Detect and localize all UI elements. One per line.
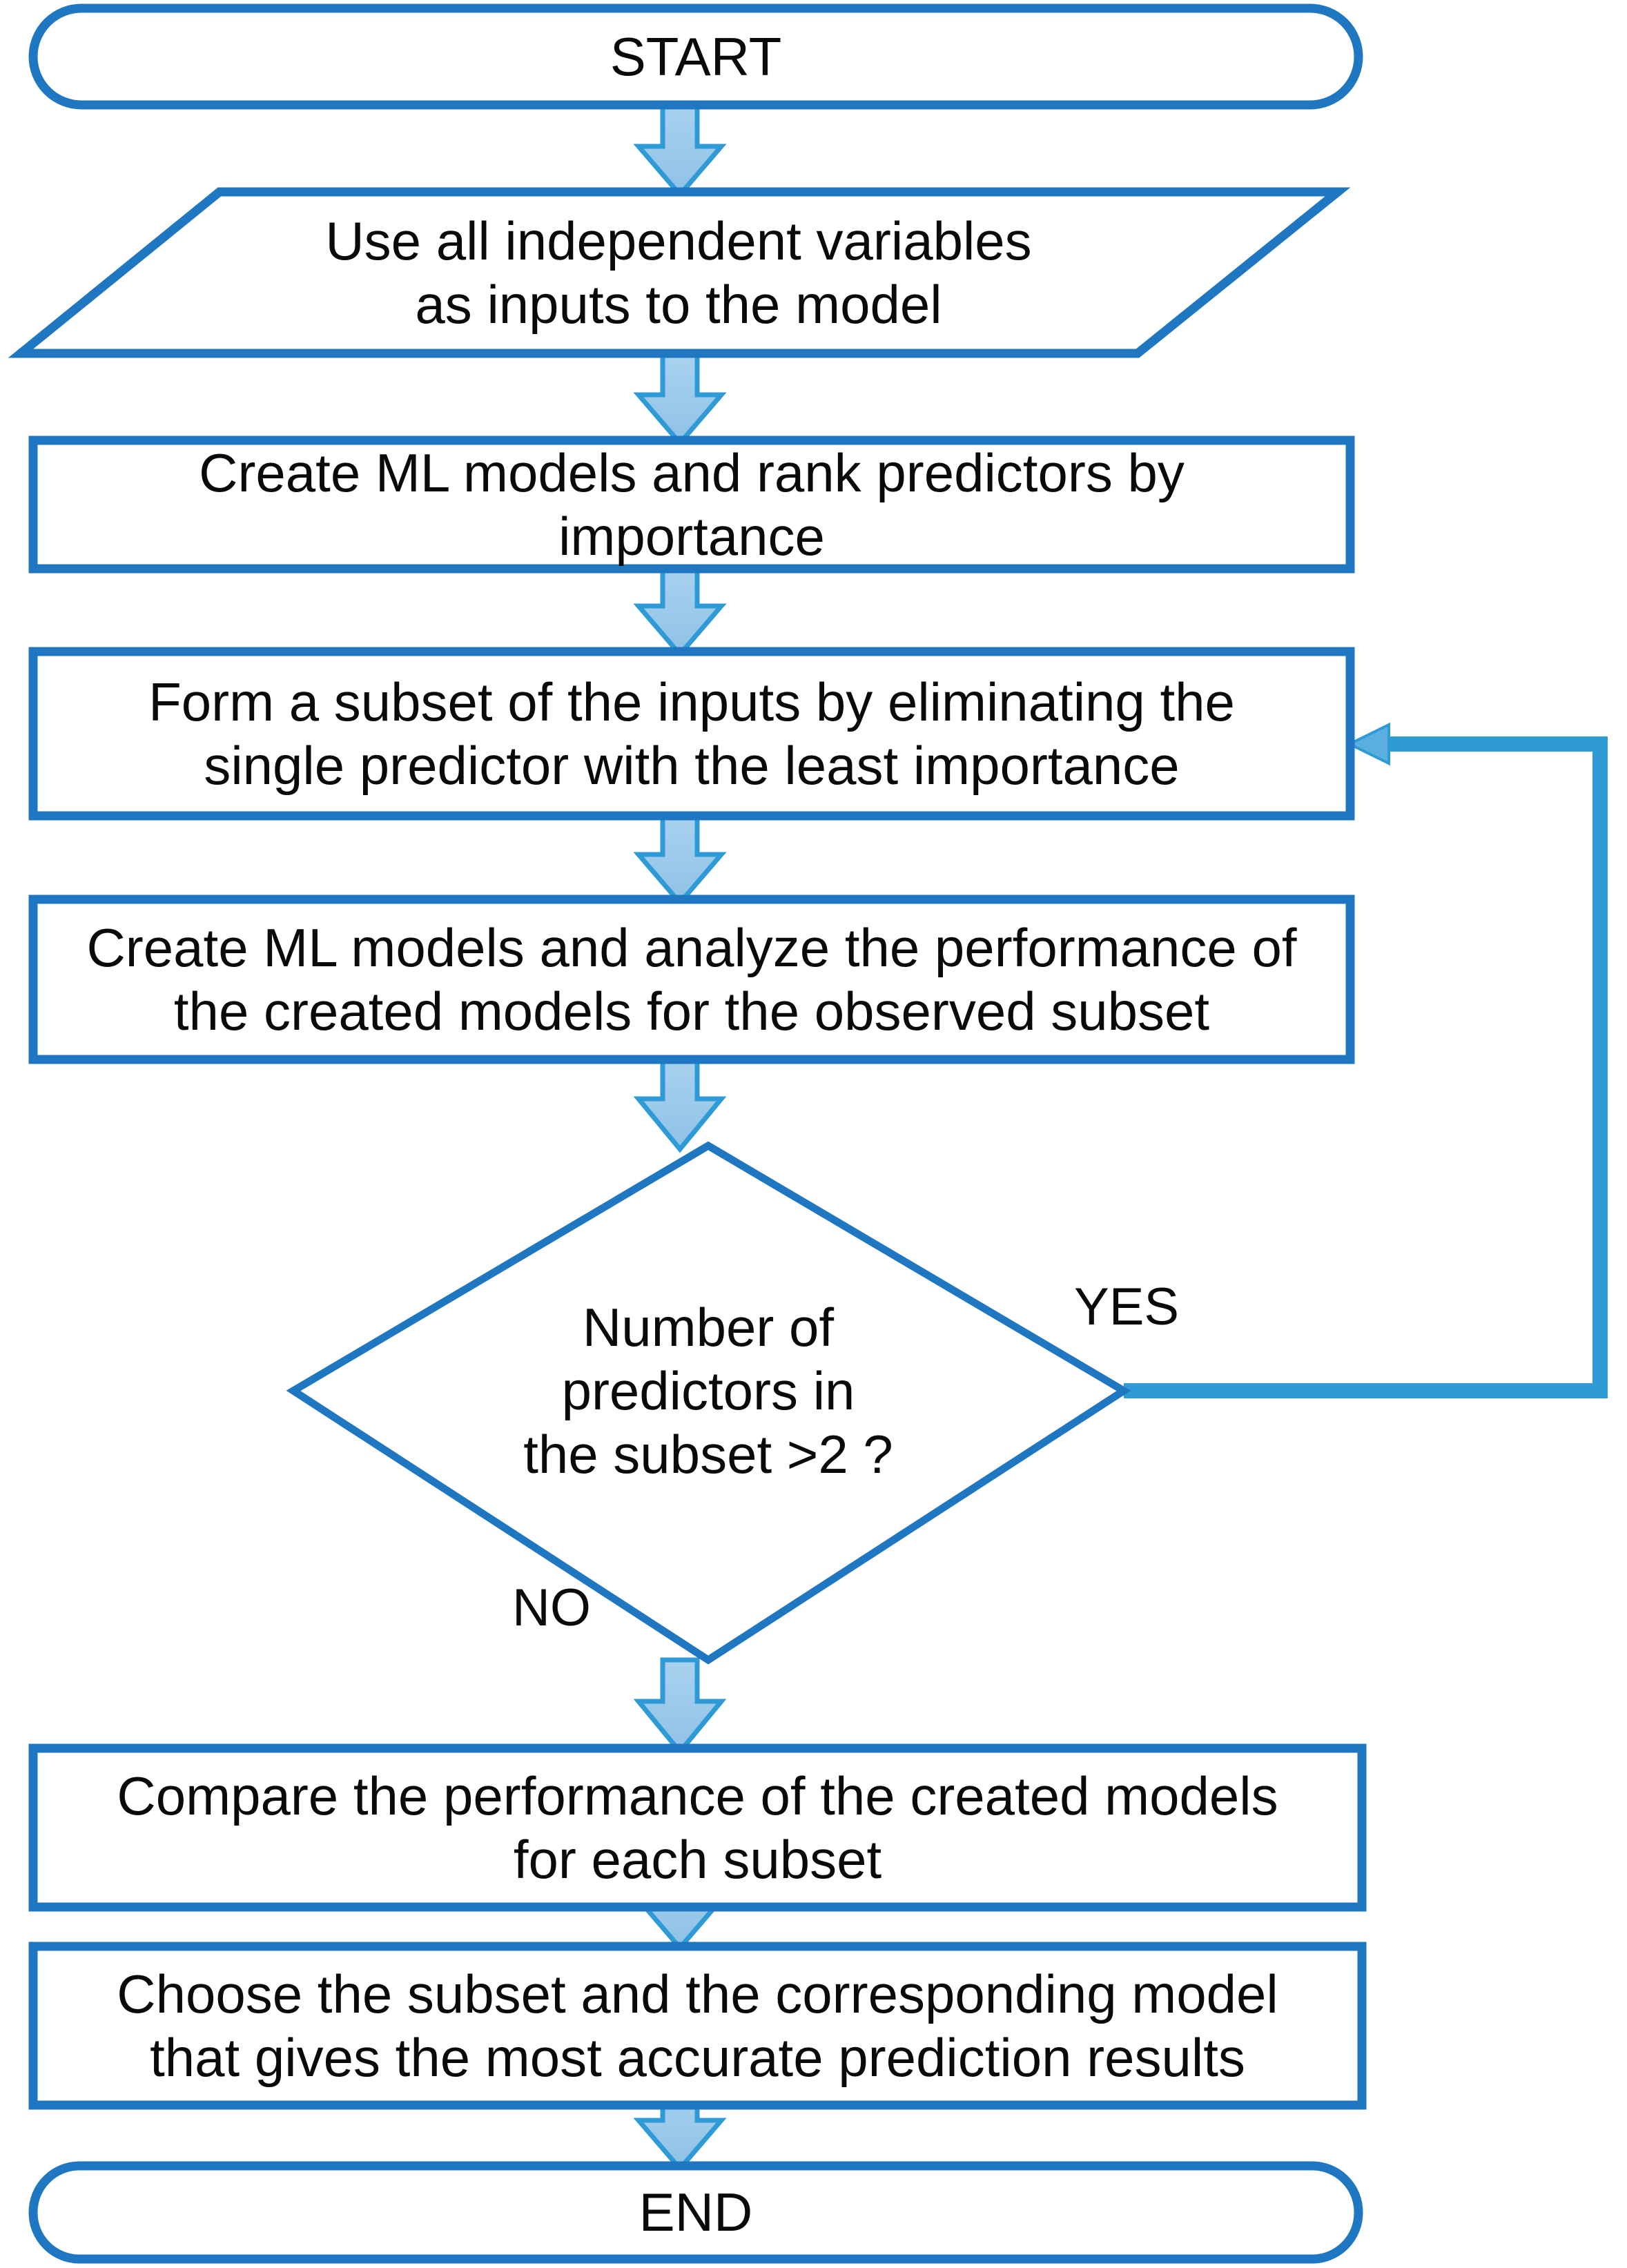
arrow-start-to-inputs — [633, 99, 727, 199]
node-create-analyze — [28, 895, 1355, 1064]
node-create-rank — [28, 436, 1355, 574]
arrow-form-subset-to-create-analyze — [633, 810, 727, 907]
arrow-create-rank-to-form-subset — [633, 563, 727, 658]
arrow-decision-no-to-compare — [633, 1657, 727, 1756]
arrow-inputs-to-create-rank — [633, 351, 727, 447]
feedback-loop-yes — [1124, 722, 1608, 1398]
node-choose — [28, 1942, 1367, 2110]
node-use-all-inputs — [8, 187, 1351, 358]
node-compare — [28, 1743, 1367, 1912]
node-end — [28, 2161, 1363, 2264]
edge-label-yes: YES — [1074, 1278, 1180, 1336]
edge-label-no: NO — [512, 1578, 591, 1637]
node-start — [28, 3, 1363, 110]
node-form-subset — [28, 647, 1355, 821]
node-decision — [286, 1141, 1131, 1665]
arrow-create-analyze-to-decision — [633, 1055, 727, 1153]
